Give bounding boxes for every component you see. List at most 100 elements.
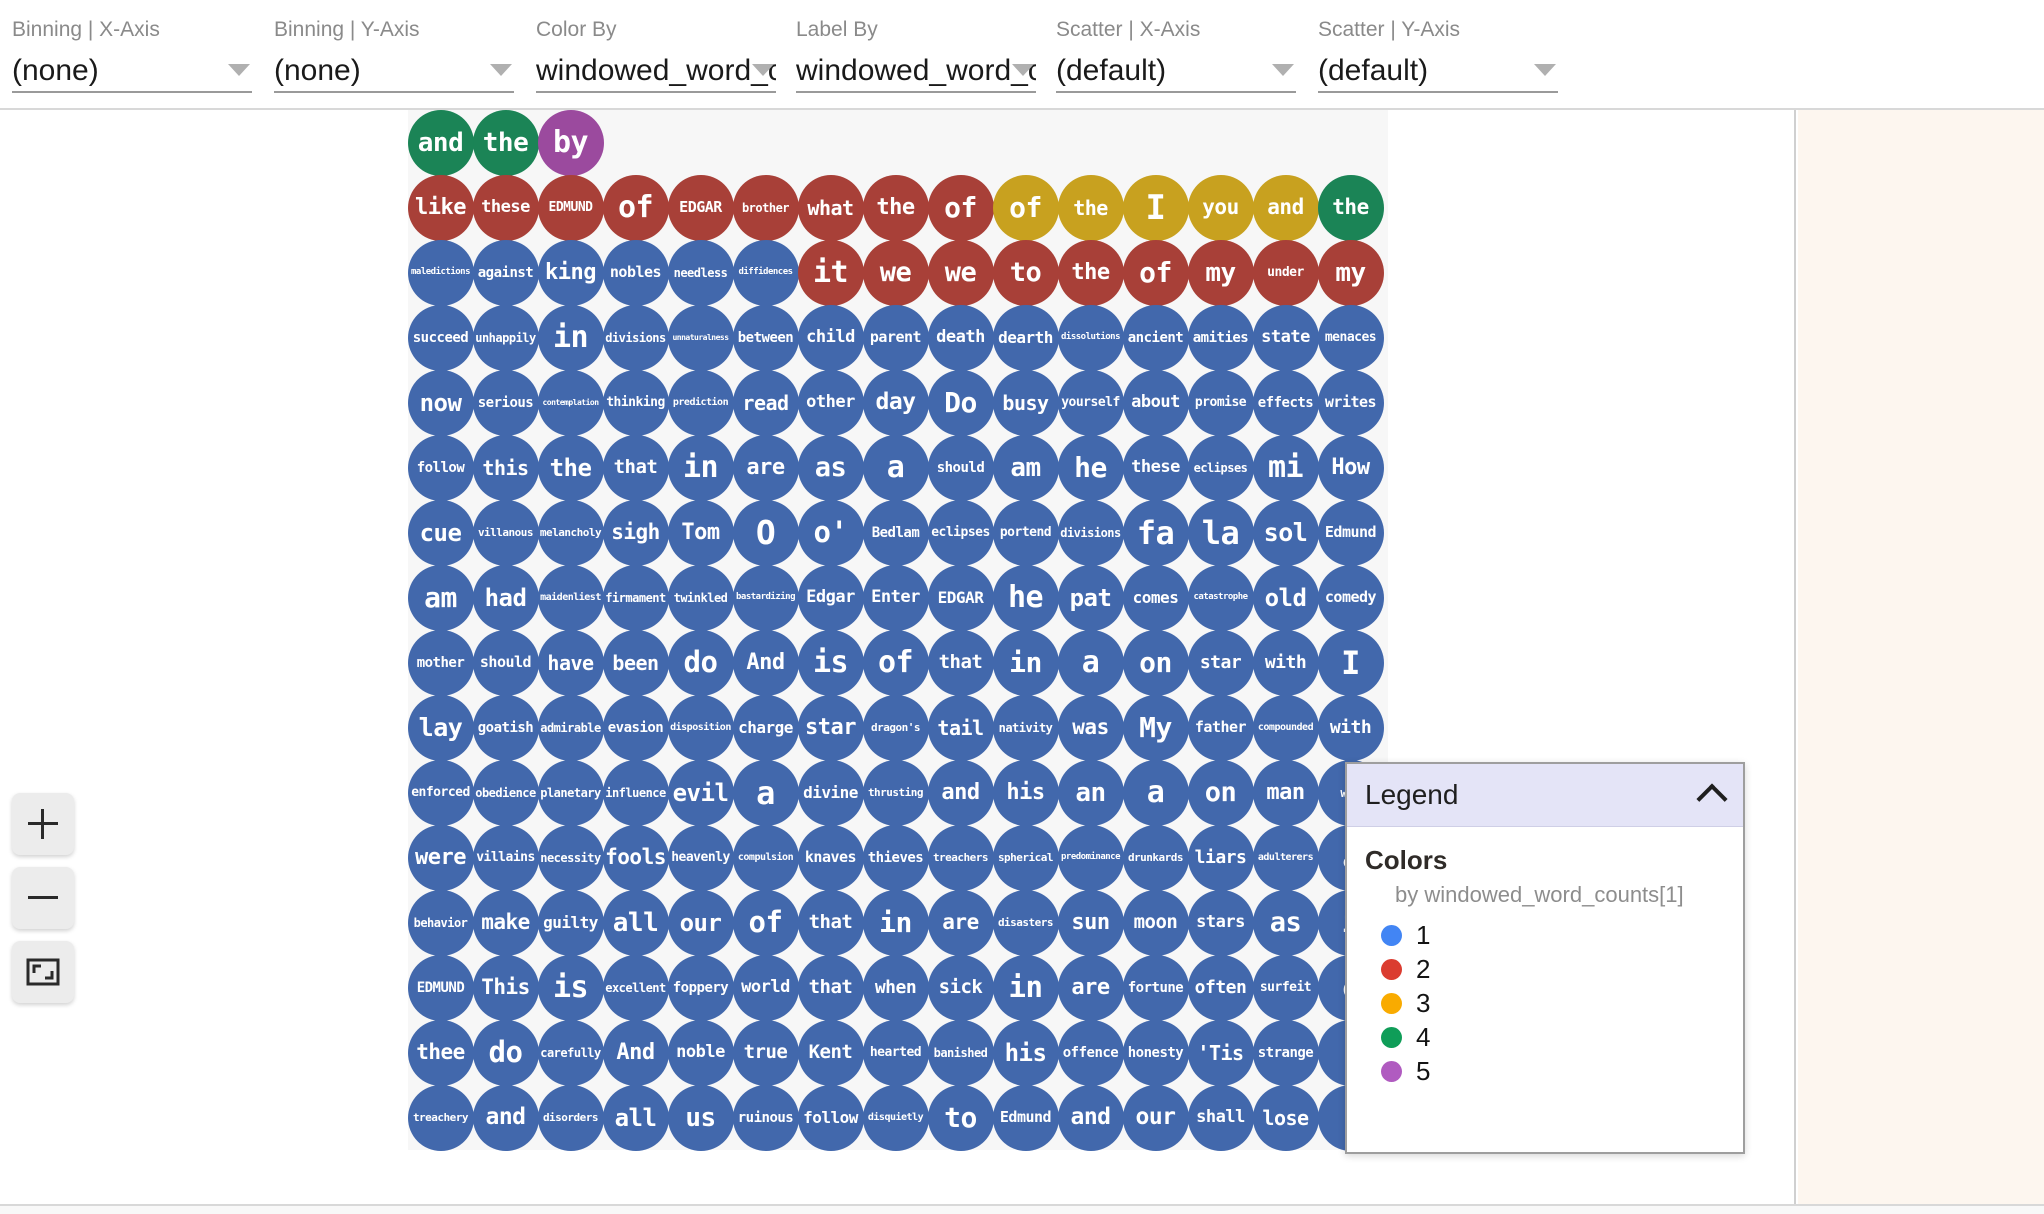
- control-select[interactable]: (none): [274, 51, 514, 93]
- word-bubble[interactable]: my: [1317, 239, 1384, 306]
- word-bubble[interactable]: follow: [407, 434, 474, 501]
- word-bubble[interactable]: charge: [732, 694, 799, 761]
- word-bubble[interactable]: under: [1252, 239, 1319, 306]
- word-bubble[interactable]: guilty: [537, 889, 604, 956]
- word-bubble[interactable]: eclipses: [927, 499, 994, 566]
- word-bubble[interactable]: follow: [797, 1084, 864, 1151]
- word-bubble[interactable]: sol: [1252, 499, 1319, 566]
- word-bubble[interactable]: dragon's: [862, 694, 929, 761]
- word-bubble[interactable]: and: [1057, 1084, 1124, 1151]
- legend-header[interactable]: Legend: [1347, 764, 1743, 827]
- word-bubble[interactable]: and: [1252, 174, 1319, 241]
- legend-item[interactable]: 3: [1381, 986, 1725, 1020]
- word-bubble[interactable]: state: [1252, 304, 1319, 371]
- word-bubble[interactable]: sigh: [602, 499, 669, 566]
- legend-item[interactable]: 5: [1381, 1054, 1725, 1088]
- word-bubble[interactable]: influence: [602, 759, 669, 826]
- word-bubble[interactable]: we: [862, 239, 929, 306]
- word-bubble[interactable]: thieves: [862, 824, 929, 891]
- word-bubble[interactable]: of: [992, 174, 1059, 241]
- word-bubble[interactable]: had: [472, 564, 539, 631]
- control-binning-x-axis[interactable]: Binning | X-Axis(none): [12, 18, 252, 94]
- word-bubble[interactable]: in: [992, 954, 1059, 1021]
- word-bubble[interactable]: read: [732, 369, 799, 436]
- word-bubble[interactable]: by: [537, 110, 604, 176]
- word-bubble[interactable]: as: [797, 434, 864, 501]
- legend-item[interactable]: 1: [1381, 918, 1725, 952]
- word-bubble[interactable]: stars: [1187, 889, 1254, 956]
- word-bubble[interactable]: he: [1057, 434, 1124, 501]
- word-bubble[interactable]: drunkards: [1122, 824, 1189, 891]
- word-bubble[interactable]: lay: [407, 694, 474, 761]
- word-bubble[interactable]: villains: [472, 824, 539, 891]
- word-bubble[interactable]: the: [1057, 174, 1124, 241]
- word-bubble[interactable]: Edmund: [992, 1084, 1059, 1151]
- word-bubble[interactable]: fa: [1122, 499, 1189, 566]
- word-bubble[interactable]: he: [992, 564, 1059, 631]
- word-bubble[interactable]: unnaturalness: [667, 304, 734, 371]
- word-bubble[interactable]: heavenly: [667, 824, 734, 891]
- word-bubble[interactable]: portend: [992, 499, 1059, 566]
- word-bubble[interactable]: o': [797, 499, 864, 566]
- word-bubble[interactable]: maidenliest: [537, 564, 604, 631]
- word-bubble[interactable]: mi: [1252, 434, 1319, 501]
- word-bubble[interactable]: the: [537, 434, 604, 501]
- control-select[interactable]: (default): [1318, 51, 1558, 93]
- word-bubble[interactable]: a: [862, 434, 929, 501]
- word-bubble[interactable]: eclipses: [1187, 434, 1254, 501]
- word-bubble[interactable]: to: [927, 1084, 994, 1151]
- word-bubble[interactable]: compulsion: [732, 824, 799, 891]
- word-bubble[interactable]: treachers: [927, 824, 994, 891]
- control-binning-y-axis[interactable]: Binning | Y-Axis(none): [274, 18, 514, 94]
- word-bubble[interactable]: disposition: [667, 694, 734, 761]
- word-bubble[interactable]: bastardizing: [732, 564, 799, 631]
- word-bubble[interactable]: predominance: [1057, 824, 1124, 891]
- word-bubble[interactable]: ancient: [1122, 304, 1189, 371]
- word-bubble[interactable]: thrusting: [862, 759, 929, 826]
- word-bubble[interactable]: a: [732, 759, 799, 826]
- word-bubble[interactable]: thinking: [602, 369, 669, 436]
- word-bubble[interactable]: hearted: [862, 1019, 929, 1086]
- word-bubble[interactable]: of: [1122, 239, 1189, 306]
- control-select[interactable]: (default): [1056, 51, 1296, 93]
- zoom-fit-button[interactable]: [12, 941, 74, 1003]
- word-bubble[interactable]: Tom: [667, 499, 734, 566]
- word-bubble[interactable]: world: [732, 954, 799, 1021]
- word-bubble[interactable]: father: [1187, 694, 1254, 761]
- word-bubble[interactable]: divisions: [1057, 499, 1124, 566]
- word-bubble[interactable]: in: [992, 629, 1059, 696]
- word-bubble[interactable]: on: [1187, 759, 1254, 826]
- word-bubble[interactable]: EDGAR: [927, 564, 994, 631]
- word-bubble[interactable]: with: [1252, 629, 1319, 696]
- word-bubble[interactable]: carefully: [537, 1019, 604, 1086]
- word-bubble[interactable]: the: [1317, 174, 1384, 241]
- word-bubble[interactable]: Enter: [862, 564, 929, 631]
- word-bubble[interactable]: My: [1122, 694, 1189, 761]
- word-bubble[interactable]: comes: [1122, 564, 1189, 631]
- word-bubble[interactable]: and: [927, 759, 994, 826]
- word-bubble[interactable]: twinkled: [667, 564, 734, 631]
- word-bubble[interactable]: And: [732, 629, 799, 696]
- word-bubble[interactable]: of: [602, 174, 669, 241]
- word-bubble[interactable]: am: [992, 434, 1059, 501]
- word-bubble[interactable]: and: [407, 110, 474, 176]
- word-bubble[interactable]: Edgar: [797, 564, 864, 631]
- word-bubble[interactable]: And: [602, 1019, 669, 1086]
- word-bubble[interactable]: to: [992, 239, 1059, 306]
- control-select[interactable]: (none): [12, 51, 252, 93]
- word-bubble[interactable]: his: [992, 759, 1059, 826]
- word-bubble[interactable]: knaves: [797, 824, 864, 891]
- word-bubble[interactable]: Edmund: [1317, 499, 1384, 566]
- word-bubble[interactable]: effects: [1252, 369, 1319, 436]
- word-bubble[interactable]: a: [1122, 759, 1189, 826]
- word-bubble[interactable]: all: [602, 889, 669, 956]
- word-bubble[interactable]: star: [1187, 629, 1254, 696]
- word-bubble[interactable]: honesty: [1122, 1019, 1189, 1086]
- legend-panel[interactable]: Legend Colors by windowed_word_counts[1]…: [1345, 762, 1745, 1154]
- word-bubble[interactable]: our: [667, 889, 734, 956]
- word-bubble[interactable]: Bedlam: [862, 499, 929, 566]
- word-bubble[interactable]: tail: [927, 694, 994, 761]
- word-bubble[interactable]: busy: [992, 369, 1059, 436]
- word-bubble[interactable]: necessity: [537, 824, 604, 891]
